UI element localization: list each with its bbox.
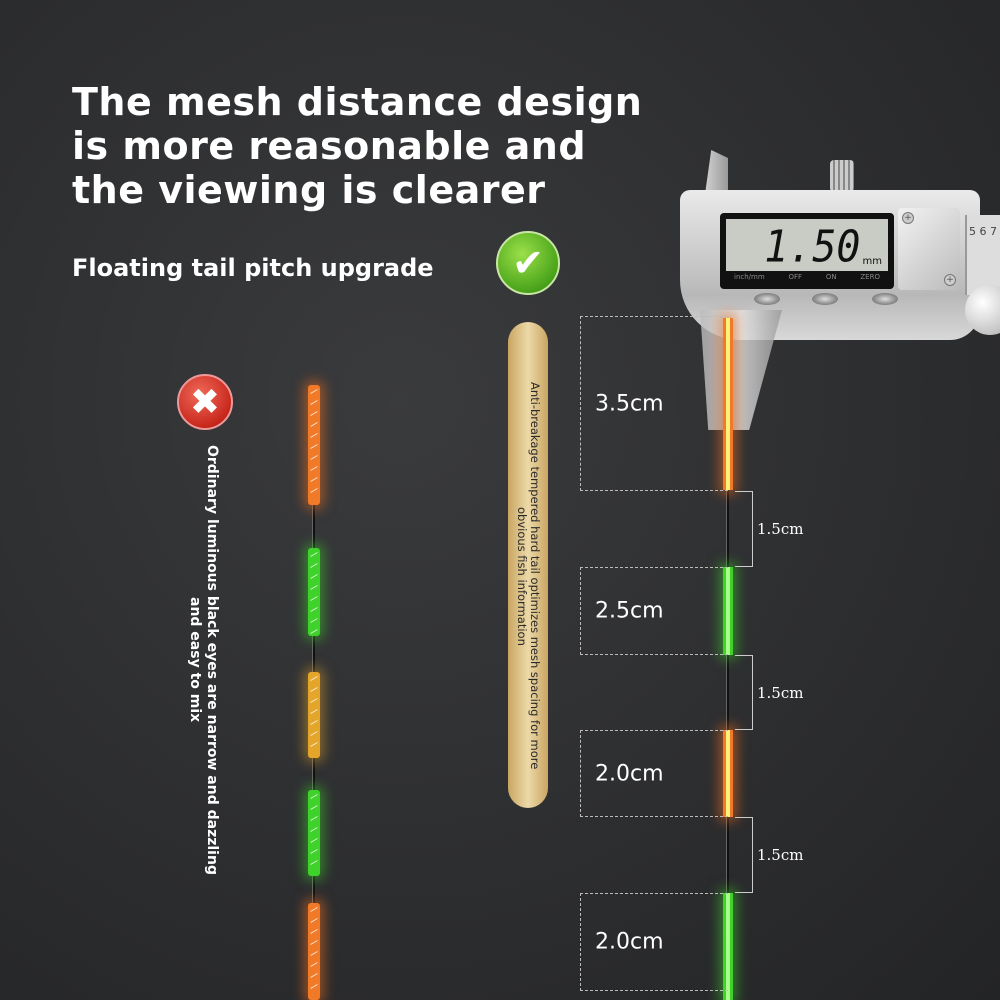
upgraded-segment-orange	[723, 730, 733, 817]
ordinary-segment-green	[308, 790, 320, 876]
notch-mark	[310, 400, 318, 405]
notch-mark	[310, 389, 318, 394]
check-circle-icon: ✔	[496, 231, 560, 295]
segment-length-box: 2.0cm	[580, 730, 728, 817]
notch-mark	[310, 618, 318, 623]
notch-mark	[310, 907, 318, 912]
segment-length-box: 2.5cm	[580, 567, 728, 655]
notch-mark	[310, 962, 318, 967]
upgrade-caption: Anti-breakage tempered hard tail optimiz…	[515, 382, 542, 770]
notch-mark	[310, 984, 318, 989]
segment-length-box: 2.0cm	[580, 893, 728, 991]
segment-length: 2.0cm	[595, 929, 664, 955]
ordinary-segment-green	[308, 548, 320, 636]
segment-length: 3.5cm	[595, 391, 664, 416]
screw-icon: +	[902, 212, 914, 224]
caliper-unit: mm	[862, 256, 882, 267]
caliper-knob	[830, 160, 854, 192]
notch-mark	[310, 709, 318, 714]
x-circle-icon: ✖	[177, 374, 233, 430]
notch-mark	[310, 849, 318, 854]
notch-mark	[310, 552, 318, 557]
caliper-reading: 1.50	[764, 221, 861, 273]
notch-mark	[310, 816, 318, 821]
headline: The mesh distance design is more reasona…	[72, 80, 642, 212]
caliper-thumb-wheel	[965, 285, 1000, 335]
notch-mark	[310, 794, 318, 799]
notch-mark	[310, 607, 318, 612]
ordinary-caption: Ordinary luminous black eyes are narrow …	[187, 445, 220, 875]
upgraded-tail-line	[726, 318, 729, 1000]
caliper-zero-button	[872, 293, 898, 305]
ordinary-segment-orange	[308, 385, 320, 505]
notch-mark	[310, 687, 318, 692]
notch-mark	[310, 563, 318, 568]
gap-length: 1.5cm	[757, 846, 804, 864]
headline-line: is more reasonable and	[72, 124, 587, 168]
caliper-label: ZERO	[860, 273, 880, 281]
notch-mark	[310, 466, 318, 471]
upgraded-segment-orange	[723, 318, 733, 490]
notch-mark	[310, 827, 318, 832]
gap-bracket: 1.5cm	[735, 817, 803, 893]
segment-length: 2.0cm	[595, 761, 664, 786]
notch-mark	[310, 444, 318, 449]
gap-bracket: 1.5cm	[735, 655, 803, 730]
ordinary-segment-yellow	[308, 672, 320, 758]
caliper-label: OFF	[788, 273, 803, 281]
subtitle: Floating tail pitch upgrade	[72, 254, 434, 282]
screw-icon: +	[944, 274, 956, 286]
notch-mark	[310, 731, 318, 736]
headline-line: The mesh distance design	[72, 80, 643, 124]
segment-length: 2.5cm	[595, 598, 664, 624]
notch-mark	[310, 455, 318, 460]
caliper-display: 1.50 mm inch/mm OFF ON ZERO	[720, 213, 894, 289]
gap-bracket: 1.5cm	[735, 491, 803, 567]
notch-mark	[310, 629, 318, 634]
segment-length-box: 3.5cm	[580, 316, 728, 491]
notch-mark	[310, 477, 318, 482]
notch-mark	[310, 574, 318, 579]
notch-mark	[310, 585, 318, 590]
notch-mark	[310, 720, 318, 725]
gap-length: 1.5cm	[757, 683, 804, 702]
upgrade-caption-pill: Anti-breakage tempered hard tail optimiz…	[508, 322, 548, 808]
notch-mark	[310, 422, 318, 427]
gap-length: 1.5cm	[757, 520, 804, 538]
notch-mark	[310, 860, 318, 865]
notch-mark	[310, 488, 318, 493]
headline-line: the viewing is clearer	[72, 168, 546, 212]
notch-mark	[310, 838, 318, 843]
notch-mark	[310, 918, 318, 923]
caliper-plate: + +	[898, 208, 960, 290]
notch-mark	[310, 973, 318, 978]
notch-mark	[310, 929, 318, 934]
notch-mark	[310, 805, 318, 810]
notch-mark	[310, 676, 318, 681]
upgraded-segment-green	[723, 567, 733, 655]
notch-mark	[310, 698, 318, 703]
ordinary-segment-orange	[308, 903, 320, 1000]
decorative-dot	[604, 116, 608, 120]
upgraded-segment-green	[723, 893, 733, 1000]
lcd: 1.50 mm	[726, 219, 888, 271]
notch-mark	[310, 433, 318, 438]
notch-mark	[310, 940, 318, 945]
notch-mark	[310, 951, 318, 956]
notch-mark	[310, 596, 318, 601]
caliper-label: ON	[825, 273, 837, 281]
caliper-power-button	[812, 293, 838, 305]
notch-mark	[310, 411, 318, 416]
caliper-unit-button	[754, 293, 780, 305]
notch-mark	[310, 742, 318, 747]
caliper-label: inch/mm	[734, 273, 765, 281]
caliper-scale: 5 6 7	[965, 215, 1000, 295]
